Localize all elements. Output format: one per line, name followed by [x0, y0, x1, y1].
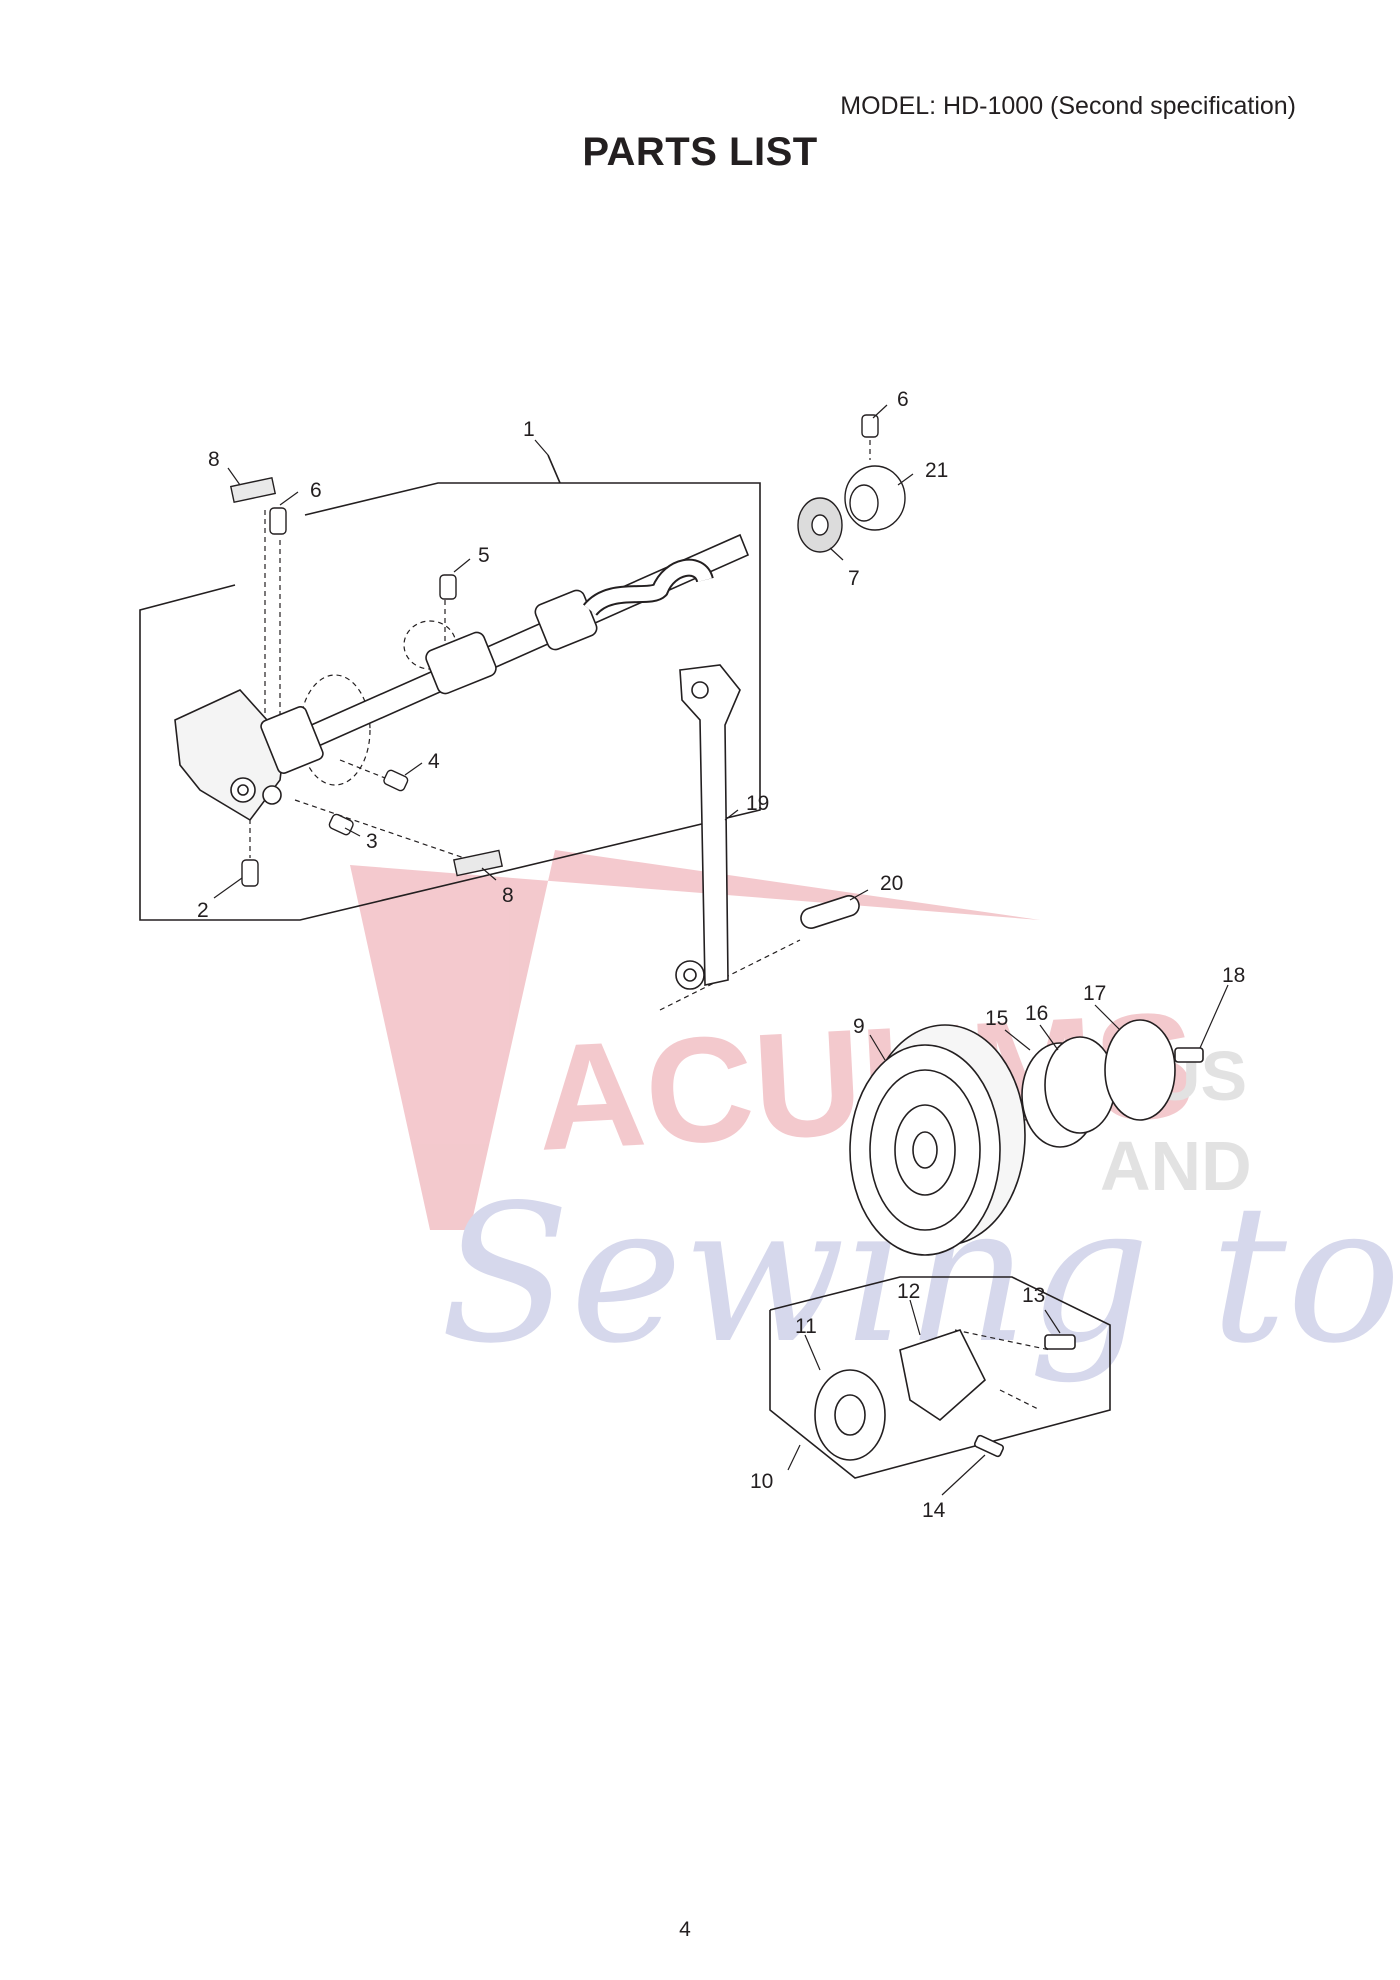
page-number: 4: [679, 1918, 691, 1941]
pulley-assembly: [849, 1019, 1204, 1256]
callout-12: 12: [897, 1280, 920, 1303]
callout-14: 14: [922, 1499, 946, 1522]
watermark-text-and: AND: [1100, 1127, 1252, 1205]
callout-20: 20: [880, 872, 903, 895]
callouts: 1 2 3 4 5 6 6 7 8 8 9 10 11 12 13 14 15 …: [197, 388, 1245, 1522]
assembly-10-bracket: [769, 1276, 1111, 1479]
callout-15: 15: [985, 1007, 1008, 1030]
callout-6a: 6: [310, 479, 322, 502]
callout-3: 3: [366, 830, 378, 853]
small-parts: [229, 414, 906, 887]
connecting-rod: [675, 664, 860, 990]
callout-13: 13: [1022, 1284, 1045, 1307]
callout-19: 19: [746, 792, 769, 815]
callout-5: 5: [478, 544, 490, 567]
callout-18: 18: [1222, 964, 1245, 987]
callout-6b: 6: [897, 388, 909, 411]
page-title: PARTS LIST: [582, 130, 818, 174]
assembly-10-parts: [814, 1329, 1076, 1461]
callout-2: 2: [197, 899, 209, 922]
callout-16: 16: [1025, 1002, 1048, 1025]
callout-1: 1: [523, 418, 535, 441]
main-shaft: [174, 533, 750, 822]
callout-17: 17: [1083, 982, 1106, 1005]
callout-21: 21: [925, 459, 948, 482]
assembly-1-bracket: [139, 454, 761, 921]
callout-8b: 8: [502, 884, 514, 907]
callout-8a: 8: [208, 448, 220, 471]
model-label: MODEL: HD-1000 (Second specification): [840, 92, 1296, 120]
callout-10: 10: [750, 1470, 773, 1493]
callout-7: 7: [848, 567, 860, 590]
watermark-v-shape: [350, 850, 1040, 1230]
callout-11: 11: [795, 1315, 817, 1338]
callout-9: 9: [853, 1015, 865, 1038]
callout-4: 4: [428, 750, 440, 773]
